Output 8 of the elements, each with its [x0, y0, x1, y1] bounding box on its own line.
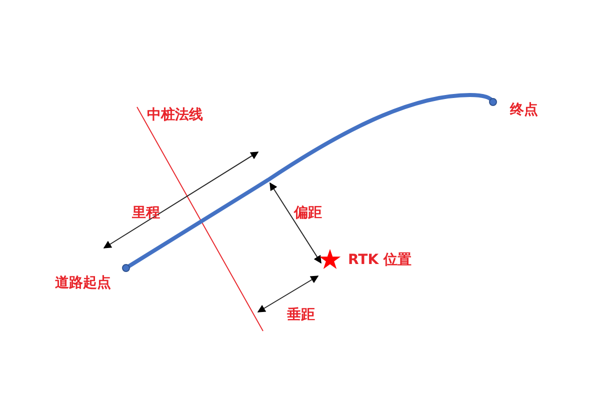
line-label: 中桩法线 — [147, 106, 203, 124]
dimension-label: 里程 — [132, 204, 160, 222]
point-label: 终点 — [510, 101, 538, 119]
dimension-label: 偏距 — [294, 204, 322, 222]
dimension-label: 垂距 — [287, 306, 315, 324]
point-label: 道路起点 — [55, 274, 111, 292]
road-curve — [122, 93, 497, 272]
point-label: RTK 位置 — [348, 251, 412, 269]
